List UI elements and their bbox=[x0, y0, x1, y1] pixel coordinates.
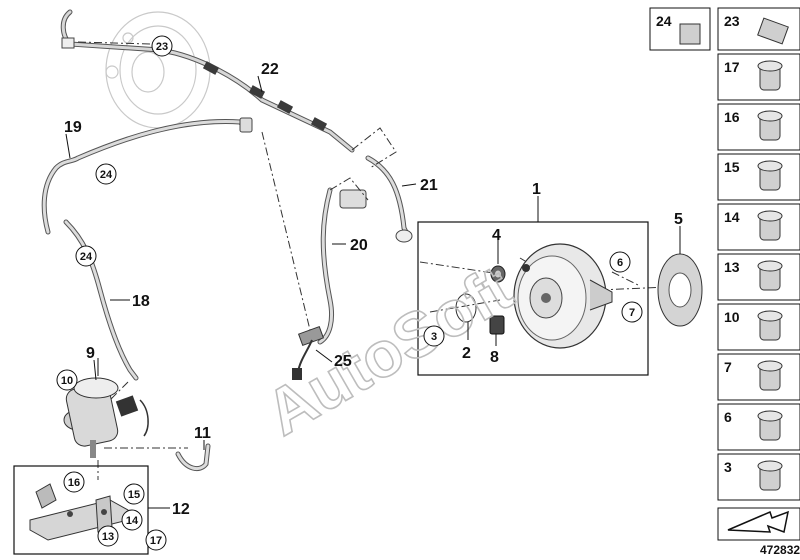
callout-24-upper-label: 24 bbox=[100, 169, 113, 181]
parts-panel-cell bbox=[717, 453, 800, 501]
parts-panel-cell bbox=[717, 153, 800, 201]
callout-13-label: 13 bbox=[102, 531, 114, 543]
parts-panel-item-label: 7 bbox=[724, 359, 732, 375]
gasket-5 bbox=[657, 253, 703, 327]
parts-panel-cell bbox=[717, 403, 800, 451]
parts-panel-top-right-label: 23 bbox=[724, 13, 740, 29]
booster-assembly-frame bbox=[417, 221, 649, 376]
reference-number: 472832 bbox=[760, 543, 800, 557]
bracket-assembly-frame bbox=[13, 465, 149, 555]
label-20: 20 bbox=[350, 237, 368, 254]
callout-10-label: 10 bbox=[61, 375, 73, 387]
callout-14-label: 14 bbox=[126, 515, 139, 527]
spring-clip-icon bbox=[757, 360, 783, 391]
parts-panel-item-label: 6 bbox=[724, 409, 732, 425]
parts-panel-cell bbox=[717, 203, 800, 251]
parts-panel-cell bbox=[717, 303, 800, 351]
callout-16: 16 bbox=[63, 471, 85, 493]
callout-24-lower-label: 24 bbox=[80, 251, 93, 263]
watermark: AutoSoft bbox=[254, 252, 524, 449]
callout-17-label: 17 bbox=[150, 535, 162, 547]
bracket-clip-icon bbox=[757, 260, 783, 291]
callout-13: 13 bbox=[97, 525, 119, 547]
parts-panel-item-label: 17 bbox=[724, 59, 740, 75]
leader-lines bbox=[77, 41, 691, 480]
parts-panel: 17 16 15 14 13 10 7 6 3 bbox=[649, 7, 800, 541]
label-21: 21 bbox=[420, 177, 438, 194]
arrow-icon bbox=[727, 510, 790, 534]
hex-nut-icon bbox=[757, 460, 783, 491]
label-25: 25 bbox=[334, 353, 352, 370]
label-11: 11 bbox=[194, 425, 211, 442]
callout-7: 7 bbox=[621, 301, 643, 323]
sensor-25 bbox=[292, 325, 325, 380]
label-22: 22 bbox=[261, 61, 279, 78]
parts-panel-cell bbox=[717, 103, 800, 151]
parts-panel-top-left-label: 24 bbox=[656, 13, 672, 29]
label-19: 19 bbox=[64, 119, 82, 136]
label-2: 2 bbox=[462, 345, 471, 362]
callout-15: 15 bbox=[123, 483, 145, 505]
callout-23: 23 bbox=[151, 35, 173, 57]
parts-panel-cell bbox=[717, 253, 800, 301]
screw-icon bbox=[757, 60, 783, 91]
label-18: 18 bbox=[132, 293, 150, 310]
callout-3: 3 bbox=[423, 325, 445, 347]
callout-23-label: 23 bbox=[156, 41, 168, 53]
callout-6-label: 6 bbox=[617, 257, 623, 269]
callout-3-label: 3 bbox=[431, 331, 437, 343]
bracket-12 bbox=[29, 483, 129, 541]
parts-panel-cell bbox=[717, 53, 800, 101]
callout-6: 6 bbox=[609, 251, 631, 273]
parts-panel-item-label: 10 bbox=[724, 309, 740, 325]
vacuum-line-18 bbox=[63, 219, 139, 381]
brake-booster-ghost bbox=[105, 11, 211, 129]
label-8: 8 bbox=[490, 349, 499, 366]
nut-icon bbox=[757, 210, 783, 241]
callout-17: 17 bbox=[145, 529, 167, 551]
clip-icon bbox=[757, 160, 783, 191]
bolt-icon bbox=[757, 310, 783, 341]
sensor-8 bbox=[489, 315, 505, 335]
vacuum-pump-9 bbox=[63, 377, 149, 458]
vacuum-line-19 bbox=[41, 117, 253, 235]
vacuum-line-20-21 bbox=[317, 155, 413, 345]
parts-panel-item-label: 15 bbox=[724, 159, 740, 175]
callout-24-upper: 24 bbox=[95, 163, 117, 185]
clip-23-icon bbox=[757, 17, 789, 45]
callout-10: 10 bbox=[56, 369, 78, 391]
label-1: 1 bbox=[532, 181, 541, 198]
callout-14: 14 bbox=[121, 509, 143, 531]
parts-panel-cell bbox=[717, 353, 800, 401]
label-9: 9 bbox=[86, 345, 95, 362]
vacuum-line-22 bbox=[60, 9, 355, 153]
callout-24-lower: 24 bbox=[75, 245, 97, 267]
seal-2 bbox=[455, 293, 477, 323]
parts-panel-item-label: 16 bbox=[724, 109, 740, 125]
grommet-4 bbox=[490, 265, 506, 283]
callout-16-label: 16 bbox=[68, 477, 80, 489]
callout-7-label: 7 bbox=[629, 307, 635, 319]
parts-panel-item-label: 14 bbox=[724, 209, 740, 225]
rivet-icon bbox=[757, 110, 783, 141]
label-12: 12 bbox=[172, 501, 190, 518]
callout-15-label: 15 bbox=[128, 489, 140, 501]
parts-panel-item-label: 13 bbox=[724, 259, 740, 275]
label-leaders bbox=[65, 75, 681, 509]
label-4: 4 bbox=[492, 227, 501, 244]
brake-booster bbox=[513, 243, 613, 349]
label-5: 5 bbox=[674, 211, 683, 228]
pin-icon bbox=[757, 410, 783, 441]
clip-24-icon bbox=[679, 23, 701, 45]
parts-panel-item-label: 3 bbox=[724, 459, 732, 475]
